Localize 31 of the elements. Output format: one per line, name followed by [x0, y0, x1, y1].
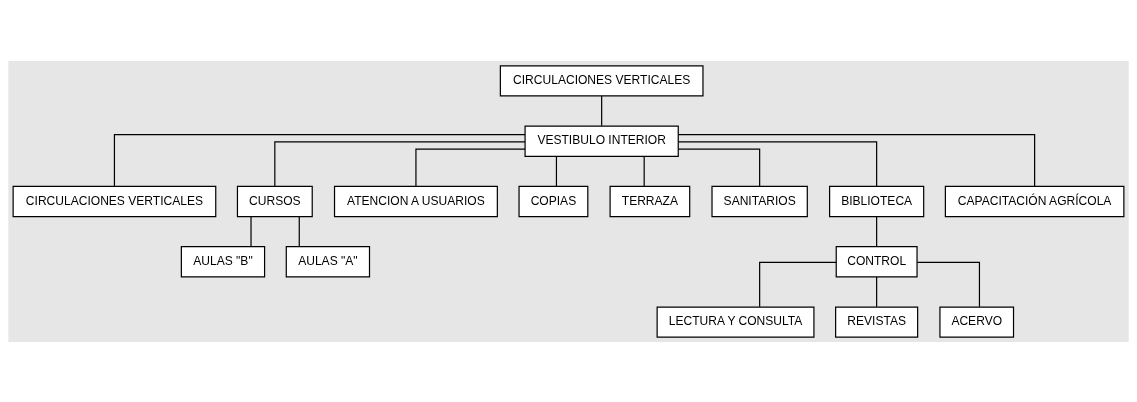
- connector: [113, 133, 526, 187]
- connector: [274, 140, 526, 187]
- node-box: CIRCULACIONES VERTICALES: [12, 185, 217, 217]
- connector: [677, 140, 878, 187]
- node-box: CIRCULACIONES VERTICALES: [499, 64, 704, 97]
- connector: [677, 147, 761, 187]
- connector: [555, 155, 558, 187]
- node-box: TERRAZA: [609, 185, 691, 217]
- node-box: LECTURA Y CONSULTA: [656, 305, 815, 338]
- connector: [876, 215, 878, 247]
- connector: [759, 261, 837, 307]
- node-box: BIBLIOTECA: [829, 185, 925, 217]
- node-box: CAPACITACIÓN AGRÍCOLA: [944, 185, 1125, 217]
- node-box: COPIAS: [518, 185, 589, 217]
- connector: [916, 261, 981, 307]
- connector: [298, 215, 300, 247]
- node-box: SANITARIOS: [711, 185, 808, 217]
- node-box: ACERVO: [939, 305, 1015, 338]
- node-box: VESTIBULO INTERIOR: [524, 125, 679, 157]
- connector: [250, 215, 252, 247]
- connector: [643, 155, 645, 187]
- node-box: AULAS "A": [285, 245, 371, 277]
- connector: [677, 133, 1036, 187]
- connector: [876, 275, 878, 307]
- connector: [415, 147, 526, 187]
- node-box: AULAS "B": [180, 245, 266, 277]
- node-box: CURSOS: [236, 185, 313, 217]
- node-box: ATENCION A USUARIOS: [333, 185, 498, 217]
- node-box: CONTROL: [835, 245, 918, 277]
- node-box: REVISTAS: [835, 305, 919, 338]
- connector: [601, 95, 603, 126]
